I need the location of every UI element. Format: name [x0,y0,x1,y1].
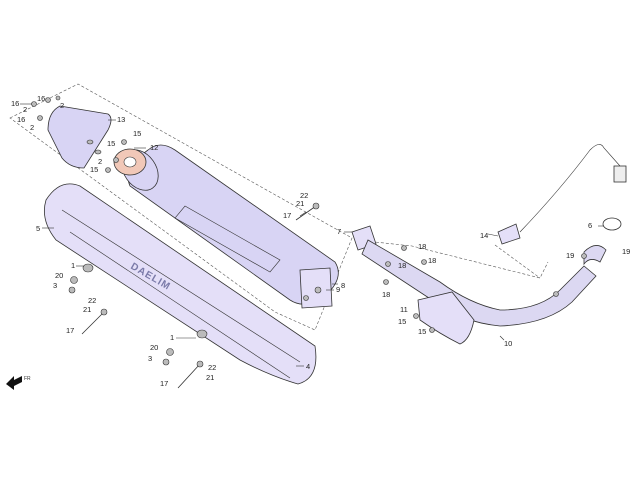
exhaust-pipe-10 [361,239,597,327]
callout-15: 15 [107,139,115,148]
callout-22: 22 [88,296,96,305]
callout-7: 7 [337,227,341,236]
nut-21b [196,360,204,368]
bolt-15e [429,327,435,333]
callout-3: 3 [53,281,57,290]
callout-8: 8 [341,281,345,290]
callout-16: 16 [37,94,45,103]
bolt-18a [401,245,407,251]
o2-sensor-connector [613,165,627,183]
heat-shield-hole [86,139,94,145]
callout-6: 6 [588,221,592,230]
callout-17: 17 [283,211,291,220]
callout-9: 9 [336,285,340,294]
callout-17: 17 [160,379,168,388]
mount-bolt-9 [314,286,322,294]
bolt-19b [553,291,559,297]
callout-18: 18 [418,242,426,251]
muffler-cover [43,183,317,385]
cover-inner-trim-2 [69,231,291,379]
callout-10: 10 [504,339,512,348]
callout-22: 22 [300,191,308,200]
callout-21: 21 [296,199,304,208]
bolt-17b [177,363,201,389]
mount-bolt-9b [303,295,309,301]
collar-3b [162,358,170,366]
callout-2: 2 [60,101,64,110]
front-direction-arrow [6,376,22,390]
cover-inner-trim [61,209,301,363]
screw-16b [45,97,51,103]
callout-13: 13 [117,115,125,124]
callout-16: 16 [17,115,25,124]
front-direction-label: FR [24,376,31,382]
bolt-18b [385,261,391,267]
callout-20: 20 [55,271,63,280]
sensor-guide-line [494,244,541,279]
callout-16: 16 [11,99,19,108]
o2-sensor-body-14 [497,223,521,245]
cover-mount-hole-a [82,263,94,273]
pipe-joint-ring [583,245,607,266]
bolt-18c [383,279,389,285]
o2-sensor-wire [519,144,621,233]
callout-1: 1 [71,261,75,270]
catalyst-shield-11 [417,291,475,345]
bolt-17a [81,311,105,335]
callout-20: 20 [150,343,158,352]
callout-2: 2 [23,105,27,114]
callout-12: 12 [150,143,158,152]
callout-4: 4 [306,362,310,371]
callout-22: 22 [208,363,216,372]
callout-17: 17 [66,326,74,335]
bolt-15a [121,139,127,145]
callout-21: 21 [206,373,214,382]
callout-14: 14 [480,231,488,240]
callout-15: 15 [398,317,406,326]
callout-3: 3 [148,354,152,363]
bolt-17c [295,205,317,221]
collar-3a [68,286,76,294]
bolt-15d [413,313,419,319]
muffler-bracket [174,205,281,273]
callout-18: 18 [428,256,436,265]
callout-18: 18 [382,290,390,299]
callout-2: 2 [98,157,102,166]
gasket-6 [602,217,622,231]
callout-19: 19 [622,247,630,256]
callout-18: 18 [398,261,406,270]
screw-16a [31,101,37,107]
heat-shield-hole [94,149,102,155]
nut-21a [100,308,108,316]
gasket-12-hole [123,156,137,168]
bolt-18d [421,259,427,265]
callout-15: 15 [418,327,426,336]
screw-16c [37,115,43,121]
callout-5: 5 [36,224,40,233]
callout-15: 15 [133,129,141,138]
callout-21: 21 [83,305,91,314]
exhaust-pipe-assembly-frame [355,239,549,279]
bolt-15c [105,167,111,173]
bolt-19a [581,253,587,259]
screw-2a [55,95,61,101]
callout-19: 19 [566,251,574,260]
nut-21c [312,202,320,210]
callout-15: 15 [90,165,98,174]
callout-1: 1 [170,333,174,342]
callout-2: 2 [30,123,34,132]
cover-mount-hole-b [196,329,208,339]
heat-shield-13 [47,105,112,169]
bolt-15b [113,157,119,163]
callout-11: 11 [400,305,408,314]
washer-20b [166,348,174,356]
washer-20a [70,276,78,284]
leader-lines [20,103,604,367]
